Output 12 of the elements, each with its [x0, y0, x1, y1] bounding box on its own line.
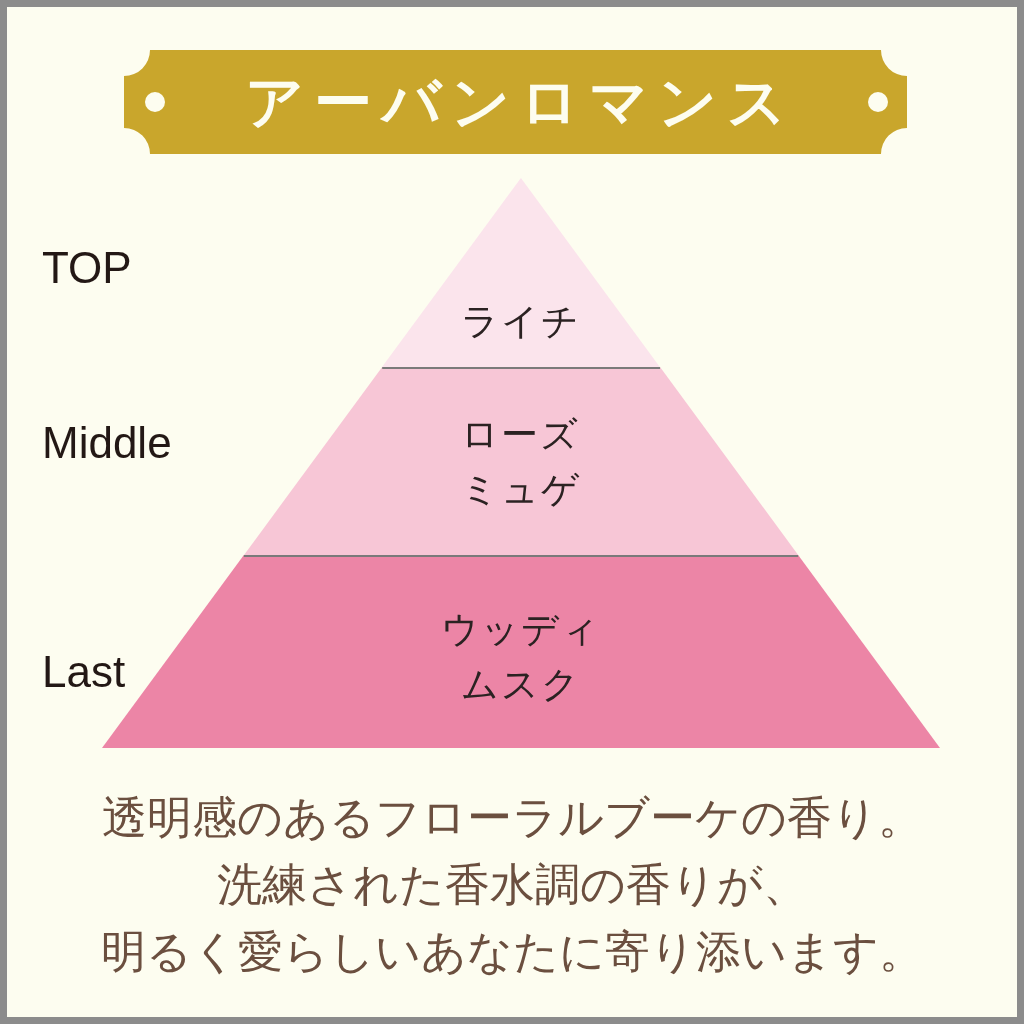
pyramid-tier — [243, 367, 799, 555]
note-label: ムスク — [461, 662, 581, 708]
title-text: アーバンロマンス — [244, 69, 796, 135]
tier-label: TOP — [42, 242, 132, 294]
note-label: ローズ — [461, 412, 581, 458]
tier-label: Last — [42, 646, 126, 698]
tier-label: Middle — [42, 417, 172, 469]
caption-text: 透明感のあるフローラルブーケの香り。洗練された香水調の香りが、明るく愛らしいあなたに寄り添います。 — [100, 790, 924, 980]
pyramid-tier — [382, 178, 660, 367]
note-label: ウッディ — [441, 607, 601, 653]
note-label: ライチ — [461, 299, 581, 345]
note-label: ミュゲ — [461, 467, 581, 513]
